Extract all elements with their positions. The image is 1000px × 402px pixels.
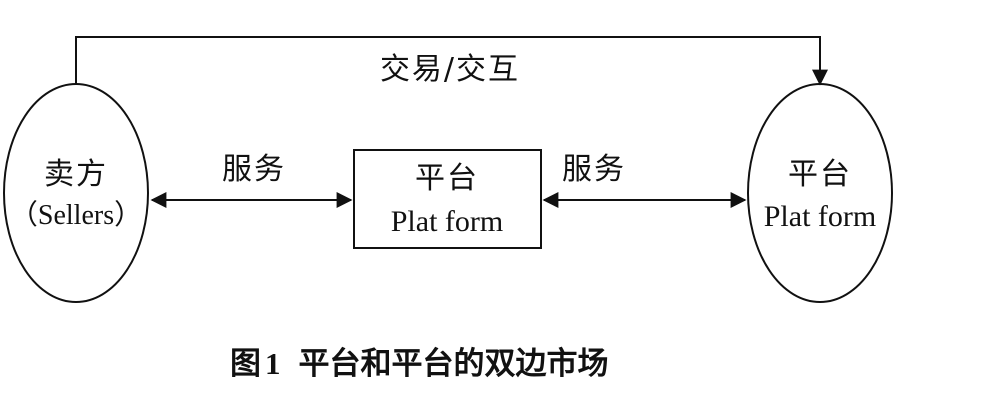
platform-node-ellipse: [747, 83, 893, 303]
center-platform-box: [353, 149, 542, 249]
top-link-label: 交易/交互: [379, 52, 521, 87]
top-connector-line: [75, 36, 828, 86]
caption-text: 平台和平台的双边市场: [298, 346, 609, 382]
platform-node-label-en: Plat form: [763, 200, 877, 233]
center-platform-label-cn: 平台: [415, 161, 479, 196]
seller-node-label-cn: 卖方: [44, 157, 108, 192]
right-edge-label: 服务: [562, 152, 626, 187]
left-edge-label: 服务: [222, 152, 286, 187]
seller-node-ellipse: [3, 83, 149, 303]
caption-prefix: 图: [230, 346, 261, 382]
seller-node-label-en: （Sellers）: [9, 200, 143, 231]
center-platform-label-en: Plat form: [390, 205, 504, 238]
caption-number: 1: [265, 346, 281, 381]
platform-node-label-cn: 平台: [788, 157, 852, 192]
